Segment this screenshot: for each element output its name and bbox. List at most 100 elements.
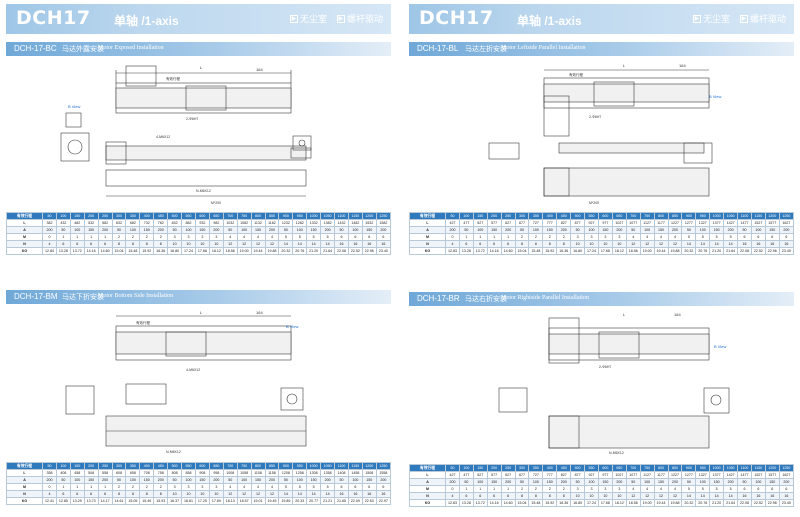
- feature-tags: ▶无尘室 ▶螺杆驱动: [692, 12, 786, 25]
- spec-cell: 1: [458, 485, 474, 493]
- spec-cell: 16: [778, 492, 795, 500]
- spec-cell: 682: [125, 219, 141, 227]
- spec-cell: 100: [292, 476, 308, 484]
- spec-header-cell: 900: [278, 462, 294, 470]
- label-m200: M*200: [211, 201, 221, 205]
- spec-cell: 10: [208, 240, 224, 248]
- spec-cell: 1577: [764, 471, 780, 479]
- spec-header-cell: 1250: [375, 212, 392, 220]
- spec-row-label: M: [6, 233, 43, 241]
- spec-header-cell: 1100: [334, 212, 349, 220]
- spec-cell: 608: [111, 469, 127, 477]
- spec-header-cell: 有效行程: [409, 212, 446, 220]
- spec-cell: 6: [83, 240, 99, 248]
- spec-cell: 1227: [667, 471, 683, 479]
- spec-cell: 16: [347, 240, 363, 248]
- spec-cell: 150: [250, 476, 266, 484]
- spec-header-cell: 750: [639, 212, 655, 220]
- spec-cell: 1482: [347, 219, 363, 227]
- spec-row-label: M: [6, 483, 43, 491]
- spec-cell: 708: [139, 469, 155, 477]
- spec-cell: 19.01: [250, 497, 266, 505]
- spec-cell: 3: [611, 485, 627, 493]
- spec-cell: 6: [472, 492, 488, 500]
- spec-cell: 50: [570, 478, 586, 486]
- spec-cell: 22.52: [750, 247, 766, 255]
- spec-header-cell: 600: [597, 464, 613, 472]
- spec-cell: 16.80: [570, 247, 586, 255]
- spec-cell: 5: [320, 233, 336, 241]
- label-L: L: [200, 65, 203, 70]
- spec-cell: 2: [139, 483, 155, 491]
- spec-cell: 15.48: [125, 247, 141, 255]
- spec-cell: 200: [42, 476, 57, 484]
- spec-header-cell: 有效行程: [6, 462, 43, 470]
- spec-cell: 200: [778, 478, 795, 486]
- spec-cell: 200: [264, 226, 280, 234]
- spec-cell: 508: [83, 469, 99, 477]
- spec-cell: 408: [55, 469, 71, 477]
- spec-cell: 8: [139, 240, 155, 248]
- spec-cell: 200: [97, 226, 113, 234]
- spec-cell: 358: [42, 469, 57, 477]
- spec-header-cell: 450: [556, 464, 572, 472]
- label-nhole: N-M6X12: [166, 450, 181, 454]
- spec-cell: 21.20: [709, 247, 725, 255]
- spec-cell: 6: [764, 233, 780, 241]
- spec-header-cell: 650: [208, 462, 224, 470]
- section-header: DCH-17-BL 马达左折安装 Motor Leftside Parallel…: [409, 42, 794, 56]
- spec-cell: 15.92: [139, 247, 155, 255]
- spec-cell: 150: [250, 226, 266, 234]
- spec-cell: 532: [83, 219, 99, 227]
- spec-cell: 10: [167, 240, 183, 248]
- section-header: DCH-17-BC 马达外露安装 Motor Exposed Installat…: [6, 42, 391, 56]
- label-164: 164: [679, 63, 686, 68]
- spec-cell: 1158: [264, 469, 280, 477]
- spec-header-cell: 1200: [361, 462, 377, 470]
- spec-cell: 200: [264, 476, 280, 484]
- spec-cell: 100: [584, 478, 599, 486]
- spec-cell: 200: [208, 476, 224, 484]
- spec-cell: 1: [500, 233, 516, 241]
- spec-header-cell: 200: [486, 464, 502, 472]
- spec-cell: 21.64: [320, 247, 336, 255]
- spec-cell: 2: [514, 485, 530, 493]
- spec-cell: 3: [167, 483, 183, 491]
- spec-cell: 2: [111, 233, 127, 241]
- spec-cell: 8: [556, 240, 572, 248]
- spec-cell: 2: [153, 483, 169, 491]
- spec-cell: 1: [500, 485, 516, 493]
- spec-header-cell: 1250: [778, 212, 795, 220]
- spec-cell: 5: [292, 233, 308, 241]
- spec-cell: 13.28: [458, 247, 474, 255]
- spec-header-cell: 300: [514, 212, 530, 220]
- spec-cell: 1432: [334, 219, 349, 227]
- spec-cell: 22.08: [737, 247, 752, 255]
- spec-cell: 8: [125, 490, 141, 498]
- spec-cell: 100: [347, 476, 363, 484]
- spec-cell: 432: [55, 219, 71, 227]
- spec-cell: 4: [250, 233, 266, 241]
- spec-cell: 1082: [236, 219, 252, 227]
- spec-cell: 6: [737, 485, 752, 493]
- spec-cell: 20.76: [695, 499, 711, 507]
- spec-row-label: M: [409, 485, 446, 493]
- label-L: L: [200, 310, 203, 315]
- spec-cell: 1282: [292, 219, 308, 227]
- spec-cell: 1277: [681, 219, 697, 227]
- drawing-bc: L 164 有效行程 2-Φ6H7 4-M6X12 N-M6X12 M*200 …: [60, 65, 312, 205]
- spec-cell: 1627: [778, 471, 795, 479]
- spec-cell: 22.96: [764, 247, 780, 255]
- spec-cell: 100: [750, 226, 766, 234]
- arrow-icon: ▶: [336, 14, 345, 23]
- spec-cell: 12: [625, 492, 641, 500]
- spec-cell: 14: [320, 240, 336, 248]
- spec-cell: 50: [55, 226, 71, 234]
- label-pin: 2-Φ6H7: [599, 365, 611, 369]
- spec-cell: 14.60: [500, 499, 516, 507]
- spec-cell: 0: [42, 483, 57, 491]
